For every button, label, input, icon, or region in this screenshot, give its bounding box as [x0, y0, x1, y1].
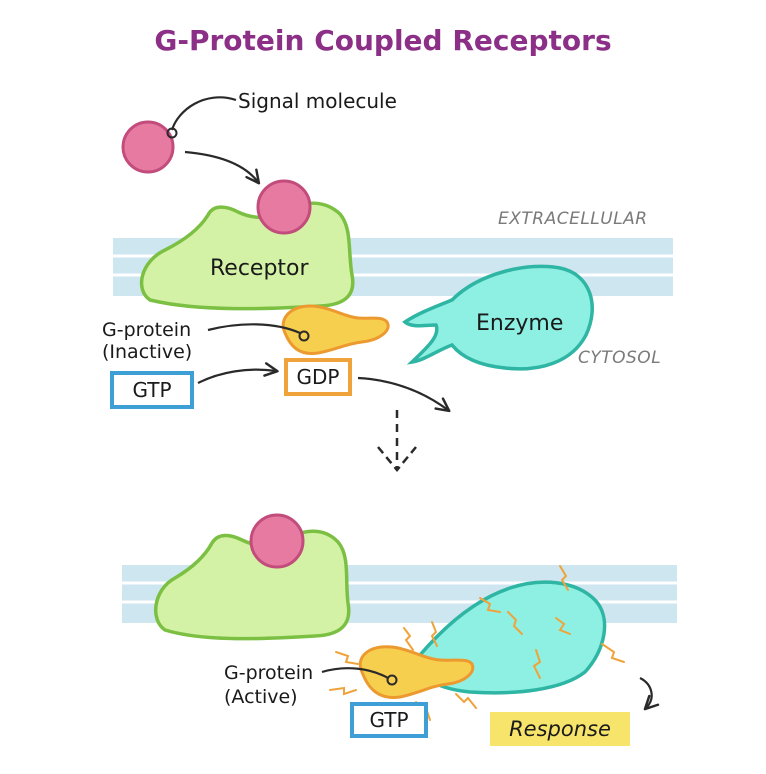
response-label: Response	[509, 717, 611, 741]
gdp-release-arrow	[357, 376, 451, 413]
gtp-box-top	[110, 371, 194, 409]
g-protein-active	[358, 645, 475, 699]
g-protein-inactive-label-2: (Inactive)	[102, 341, 192, 363]
g-protein-inactive-label-1: G-protein	[102, 319, 191, 341]
enzyme-label: Enzyme	[476, 311, 563, 336]
gtp-exchange-arrow	[197, 362, 279, 384]
signal-molecule-free	[121, 120, 175, 174]
g-protein-active-pointer	[321, 667, 389, 679]
signal-molecule-label: Signal molecule	[238, 89, 397, 113]
response-box	[490, 712, 630, 746]
g-protein-active-label-2: (Active)	[224, 686, 298, 708]
signal-molecule-bound-top	[256, 179, 312, 235]
cytosol-label: CYTOSOL	[578, 348, 661, 368]
g-protein-inactive-pointer	[207, 323, 301, 335]
extracellular-label: EXTRACELLULAR	[498, 209, 648, 229]
signal-molecule-pointer	[170, 96, 237, 131]
signal-arrow	[184, 150, 261, 185]
g-protein-inactive	[281, 304, 390, 355]
gdp-label: GDP	[297, 365, 340, 389]
response-arrow	[639, 677, 660, 711]
transition-arrowhead	[377, 446, 417, 472]
gtp-label-top: GTP	[132, 378, 171, 402]
gdp-box	[284, 358, 352, 396]
signal-molecule-bound-bottom	[249, 513, 305, 569]
page-title: G-Protein Coupled Receptors	[154, 24, 612, 57]
gtp-box-bottom	[350, 702, 428, 738]
g-protein-active-label-1: G-protein	[224, 662, 313, 684]
enzyme-top	[402, 264, 594, 371]
receptor-label: Receptor	[210, 256, 310, 281]
gtp-label-bottom: GTP	[369, 708, 408, 732]
